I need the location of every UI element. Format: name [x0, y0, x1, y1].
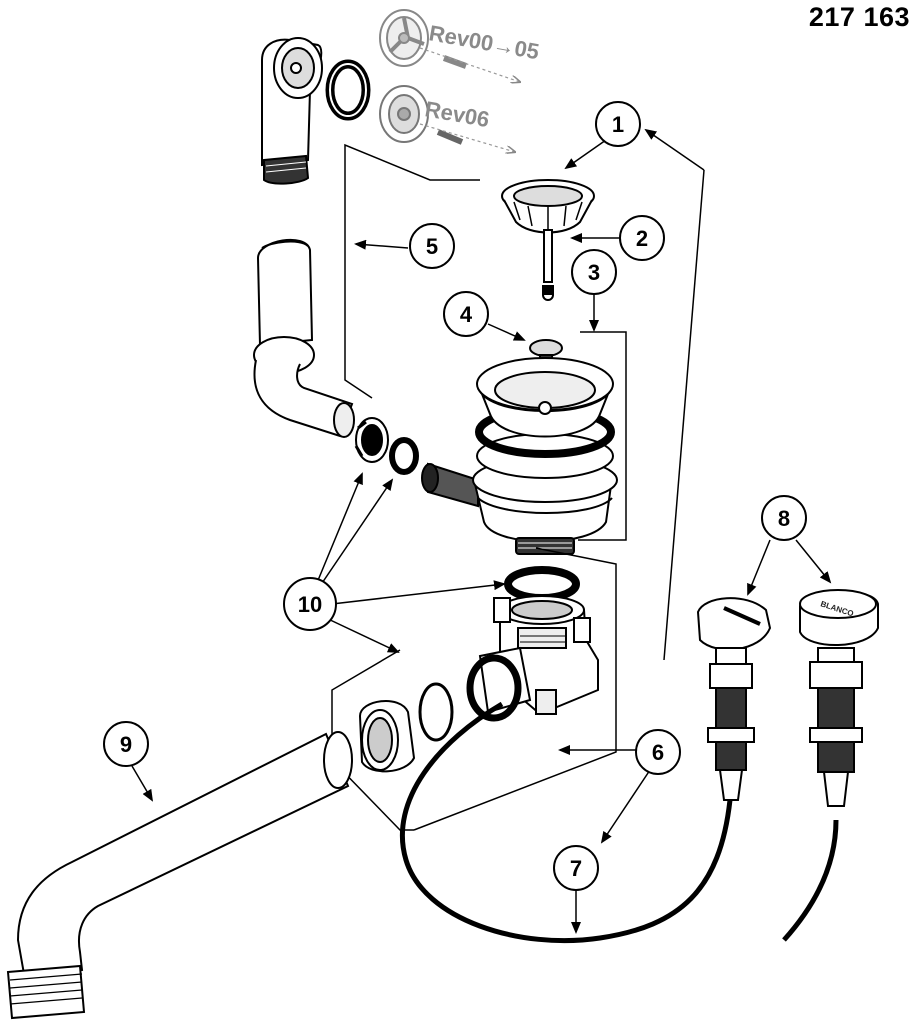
overflow-cover-old-rev: [379, 9, 520, 82]
operating-knob-left: [696, 597, 772, 801]
seal-ring-lower: [504, 566, 580, 602]
leader-lines: [131, 128, 832, 934]
svg-text:2: 2: [636, 226, 648, 251]
callout-3: 3: [571, 249, 617, 295]
bracket-5: [344, 143, 480, 399]
svg-text:8: 8: [778, 506, 790, 531]
overflow-pipe: [253, 238, 355, 438]
callout-1: 1: [595, 101, 641, 147]
overflow-washer: [389, 437, 419, 475]
callout-5: 5: [409, 223, 455, 269]
strainer-basket: [501, 179, 595, 301]
callout-6: 6: [635, 729, 681, 775]
svg-text:1: 1: [612, 112, 624, 137]
trap-outlet-ring: [466, 654, 522, 722]
callout-8: 8: [761, 495, 807, 541]
svg-text:3: 3: [588, 260, 600, 285]
outlet-washer: [418, 682, 454, 742]
callout-7: 7: [553, 845, 599, 891]
svg-text:5: 5: [426, 234, 438, 259]
callout-4: 4: [443, 291, 489, 337]
overflow-elbow-top: [261, 37, 323, 185]
bracket-6: [413, 547, 617, 831]
callout-9: 9: [103, 721, 149, 767]
rev-new-label: Rev06: [423, 96, 491, 132]
overflow-seal-ring: [325, 59, 371, 121]
svg-text:9: 9: [120, 732, 132, 757]
overflow-nut: [354, 417, 389, 463]
callout-10: 10: [283, 577, 337, 631]
callout-2: 2: [619, 215, 665, 261]
svg-text:7: 7: [570, 856, 582, 881]
bracket-3: [578, 331, 627, 541]
drain-pipe: [6, 731, 353, 1020]
operating-knob-right: [799, 589, 879, 807]
bowden-cable: [399, 701, 733, 944]
drain-body: [421, 357, 618, 555]
bowden-cable-alt: [782, 819, 839, 942]
overflow-cover-new-rev: [379, 85, 515, 152]
outlet-nut: [358, 699, 416, 773]
svg-text:10: 10: [298, 592, 322, 617]
svg-text:6: 6: [652, 740, 664, 765]
svg-text:4: 4: [460, 302, 473, 327]
part-number: 217 163: [808, 2, 910, 32]
